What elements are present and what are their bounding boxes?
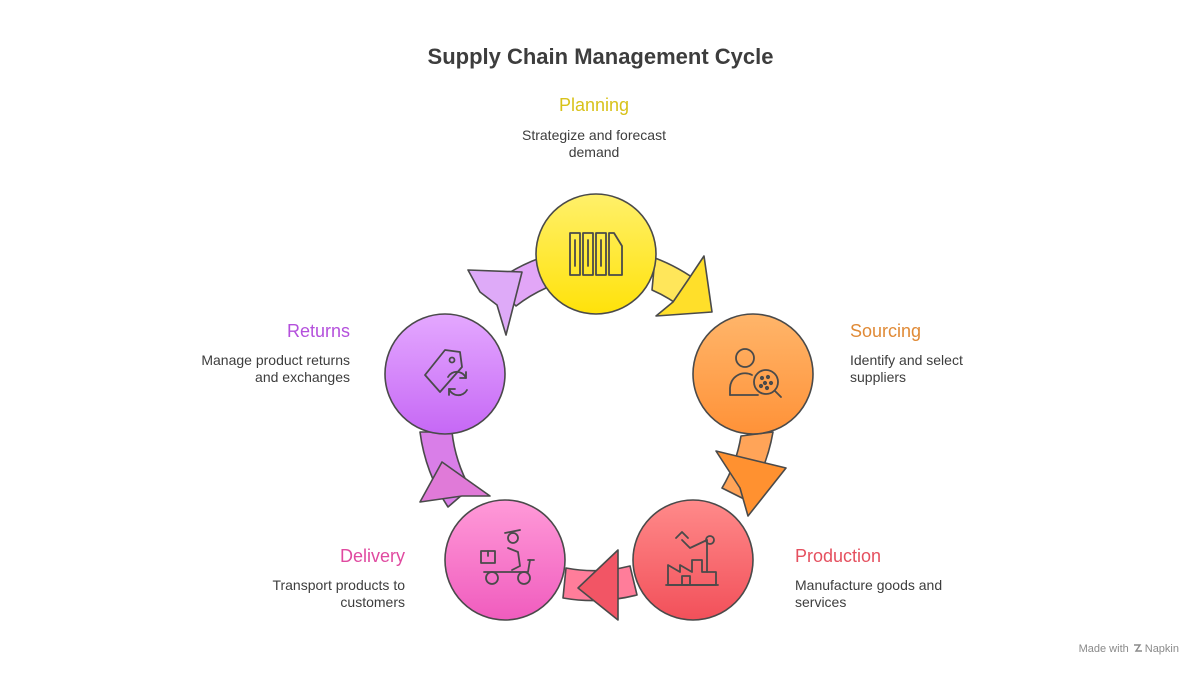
delivery-title: Delivery xyxy=(339,546,405,566)
production-title: Production xyxy=(795,546,882,566)
delivery-circle xyxy=(444,499,566,621)
planning-description: Strategize and forecast demand xyxy=(494,127,694,161)
delivery-description-line1: Transport products to xyxy=(272,577,405,593)
returns-description-line1: Manage product returns xyxy=(201,352,350,368)
production-description-line2: services xyxy=(795,594,847,610)
planning-title: Planning xyxy=(558,95,630,115)
factory-robot-arm-icon xyxy=(665,531,719,586)
sourcing-description-line2: suppliers xyxy=(850,369,907,385)
sourcing-description-line1: Identify and select xyxy=(850,352,963,368)
returns-description: Manage product returns and exchanges xyxy=(150,352,350,386)
made-with-napkin-badge[interactable]: Made with Napkin xyxy=(1079,643,1179,655)
arrowhead-to-production xyxy=(715,450,787,517)
made-with-label: Made with xyxy=(1078,643,1129,655)
returns-circle xyxy=(384,313,506,435)
arrowhead-to-returns xyxy=(419,461,491,503)
sourcing-title: Sourcing xyxy=(850,321,922,341)
arrowhead-to-planning xyxy=(467,269,523,336)
tag-return-icon xyxy=(424,349,468,397)
planning-description-line1: Strategize and forecast xyxy=(522,127,666,143)
diagram-title: Supply Chain Management Cycle xyxy=(427,44,774,69)
user-search-icon xyxy=(729,348,782,398)
sourcing-description: Identify and select suppliers xyxy=(850,352,1050,386)
arrowhead-to-delivery xyxy=(577,549,619,621)
returns-description-line2: and exchanges xyxy=(255,369,350,385)
napkin-brand-label: Napkin xyxy=(1144,643,1179,655)
production-description-line1: Manufacture goods and xyxy=(795,577,943,593)
delivery-description: Transport products to customers xyxy=(205,577,405,611)
returns-title: Returns xyxy=(286,321,350,341)
arrowhead-to-sourcing xyxy=(655,255,713,317)
delivery-description-line2: customers xyxy=(340,594,405,610)
napkin-logo-icon xyxy=(1133,644,1142,652)
columns-icon xyxy=(569,232,623,276)
sourcing-circle xyxy=(692,313,814,435)
delivery-scooter-icon xyxy=(480,529,535,585)
planning-description-line2: demand xyxy=(568,144,620,160)
production-description: Manufacture goods and services xyxy=(795,577,1015,611)
